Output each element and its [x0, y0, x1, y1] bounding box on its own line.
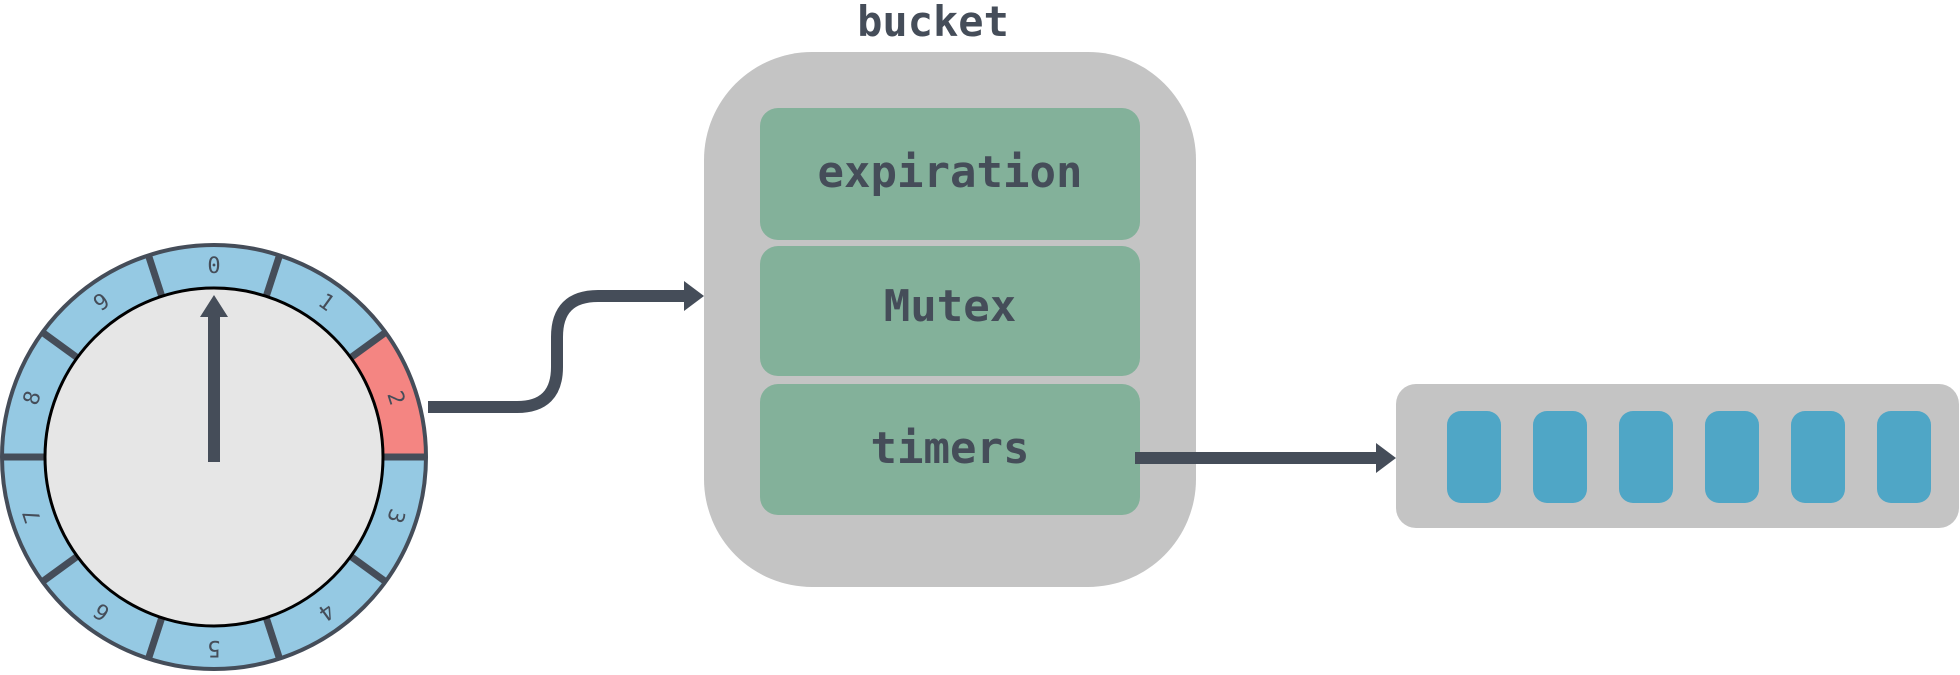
wheel-divider: [262, 254, 283, 298]
timer-slot: [1791, 411, 1845, 503]
wheel-pointer-arrowhead: [200, 295, 228, 317]
wheel-divider: [348, 329, 388, 361]
wheel-divider: [348, 553, 388, 585]
wheel-divider: [40, 553, 80, 585]
slot-to-bucket-arrowhead: [684, 281, 704, 311]
wheel-slot-5: [148, 617, 280, 669]
wheel-slot-4: [266, 556, 386, 659]
wheel-outer-rim: [0, 243, 428, 671]
wheel-divider: [40, 329, 80, 361]
wheel-slot-0: [148, 245, 280, 297]
wheel-dividers: [2, 254, 426, 660]
mutex-field-box: [760, 246, 1140, 376]
wheel-slot-label: 5: [207, 635, 220, 660]
wheel-divider: [145, 254, 166, 298]
mutex-field: Mutex: [884, 281, 1016, 332]
bucket-title: bucket: [857, 0, 1009, 46]
expiration-field-box: [760, 108, 1140, 240]
wheel-slot-7: [2, 457, 78, 582]
timer-slots: [1447, 411, 1931, 503]
timers-to-list-arrowhead: [1376, 443, 1396, 473]
wheel-slot-2: [350, 332, 426, 457]
wheel-segments: [2, 245, 426, 669]
timers-field: timers: [871, 423, 1030, 474]
bucket: bucket expiration Mutex timers: [704, 0, 1196, 587]
timer-slot: [1705, 411, 1759, 503]
wheel-slot-1: [266, 255, 386, 358]
expiration-field: expiration: [818, 147, 1083, 198]
timer-slot: [1877, 411, 1931, 503]
slot-to-bucket-arrow: [428, 290, 686, 413]
wheel-slot-3: [350, 457, 426, 582]
wheel-divider: [262, 616, 283, 660]
timer-slot: [1447, 411, 1501, 503]
wheel-slot-6: [42, 556, 162, 659]
wheel-divider: [145, 616, 166, 660]
timer-slot: [1533, 411, 1587, 503]
timers-field-box: [760, 384, 1140, 515]
wheel-slot-8: [2, 332, 78, 457]
wheel-slot-label: 0: [207, 254, 220, 279]
timer-slot: [1619, 411, 1673, 503]
timer-list: [1396, 384, 1959, 528]
wheel-slot-9: [42, 255, 162, 358]
